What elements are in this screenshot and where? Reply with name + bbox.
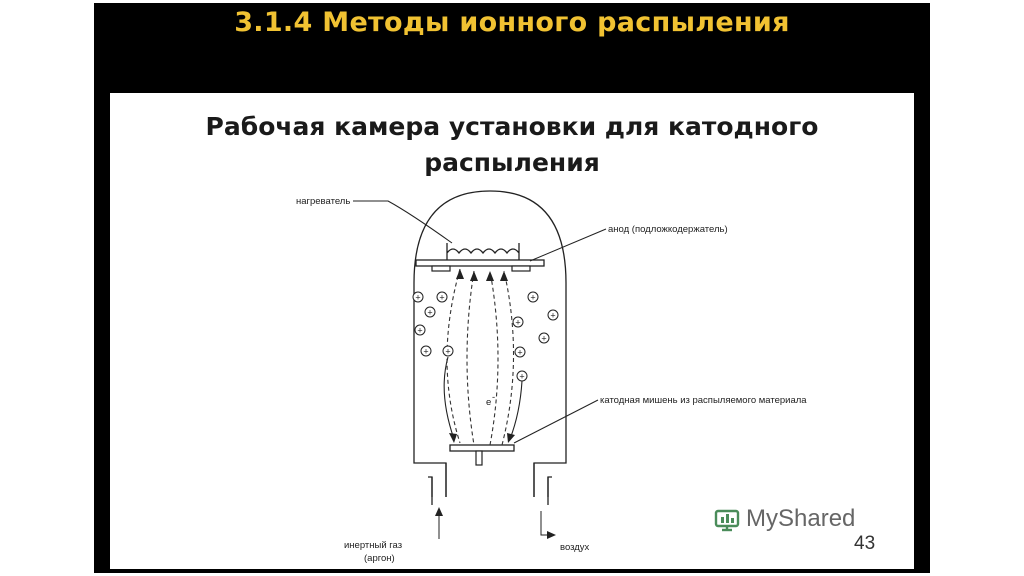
ion-arrow-left <box>449 433 457 443</box>
myshared-logo-icon <box>714 509 740 532</box>
electron-path-3 <box>489 270 499 446</box>
anode-plate <box>415 259 545 267</box>
cathode-target <box>449 444 515 452</box>
ion: + <box>420 345 432 357</box>
cathode-stem <box>475 450 483 466</box>
ion: + <box>436 291 448 303</box>
heater-label: нагреватель <box>296 196 350 207</box>
substrate-left <box>431 265 451 272</box>
svg-text:+: + <box>541 334 546 344</box>
gas-label-line-2: (аргон) <box>364 553 395 564</box>
ion: + <box>527 291 539 303</box>
electron-arrow-3 <box>486 271 494 281</box>
chamber-wall <box>413 190 567 497</box>
ion: + <box>538 332 550 344</box>
ion: + <box>414 324 426 336</box>
ion: + <box>442 345 454 357</box>
sputtering-chamber-diagram: + + + + + + + + + + + + e - нагреватель … <box>296 190 807 564</box>
air-label: воздух <box>560 542 590 553</box>
electron-arrow-4 <box>500 271 508 281</box>
svg-text:+: + <box>519 372 524 382</box>
svg-text:+: + <box>445 347 450 357</box>
cathode-label: катодная мишень из распыляемого материал… <box>600 395 807 406</box>
svg-text:+: + <box>423 347 428 357</box>
svg-text:+: + <box>550 311 555 321</box>
electron-label: e <box>486 397 491 408</box>
ion-arrow-right <box>507 433 515 443</box>
slide-title: 3.1.4 Методы ионного распыления <box>234 7 790 38</box>
air-outlet-arrowhead <box>547 531 556 539</box>
cathode-leader-line <box>513 399 599 444</box>
svg-text:+: + <box>517 348 522 358</box>
electron-arrow-1 <box>456 269 464 279</box>
ion: + <box>424 306 436 318</box>
anode-leader-line <box>529 228 607 262</box>
ions: + + + + + + + + + + + + <box>412 291 559 382</box>
electron-arrow-2 <box>470 271 478 281</box>
ion: + <box>412 291 424 303</box>
slide: 3.1.4 Методы ионного распыления Рабочая … <box>94 3 930 573</box>
content-heading-line-2: распыления <box>424 148 600 177</box>
svg-text:+: + <box>439 293 444 303</box>
substrate-right <box>511 265 531 272</box>
svg-text:+: + <box>530 293 535 303</box>
electron-path-2 <box>466 270 475 446</box>
page-number: 43 <box>854 533 876 554</box>
air-outlet-line <box>540 511 552 536</box>
electron-superscript: - <box>492 392 495 403</box>
electron-path-1 <box>446 268 461 444</box>
svg-text:+: + <box>415 293 420 303</box>
electron-path-4 <box>501 270 515 446</box>
anode-label: анод (подложкодержатель) <box>608 224 728 235</box>
svg-text:+: + <box>427 308 432 318</box>
slide-content: Рабочая камера установки для катодного р… <box>110 93 914 569</box>
ion-path-left <box>443 356 455 440</box>
gas-inlet-arrowhead <box>435 507 443 516</box>
ion: + <box>516 370 528 382</box>
content-heading: Рабочая камера установки для катодного р… <box>110 109 914 181</box>
ion: + <box>547 309 559 321</box>
content-heading-line-1: Рабочая камера установки для катодного <box>205 112 819 141</box>
myshared-brand-name: MyShared <box>746 505 856 532</box>
svg-text:+: + <box>417 326 422 336</box>
gas-label-line-1: инертный газ <box>344 540 402 551</box>
ion: + <box>512 316 524 328</box>
svg-text:+: + <box>515 318 520 328</box>
heater-coil <box>446 243 520 261</box>
ion: + <box>514 346 526 358</box>
heater-leader-line <box>353 200 453 244</box>
myshared-watermark: MyShared <box>714 505 855 533</box>
